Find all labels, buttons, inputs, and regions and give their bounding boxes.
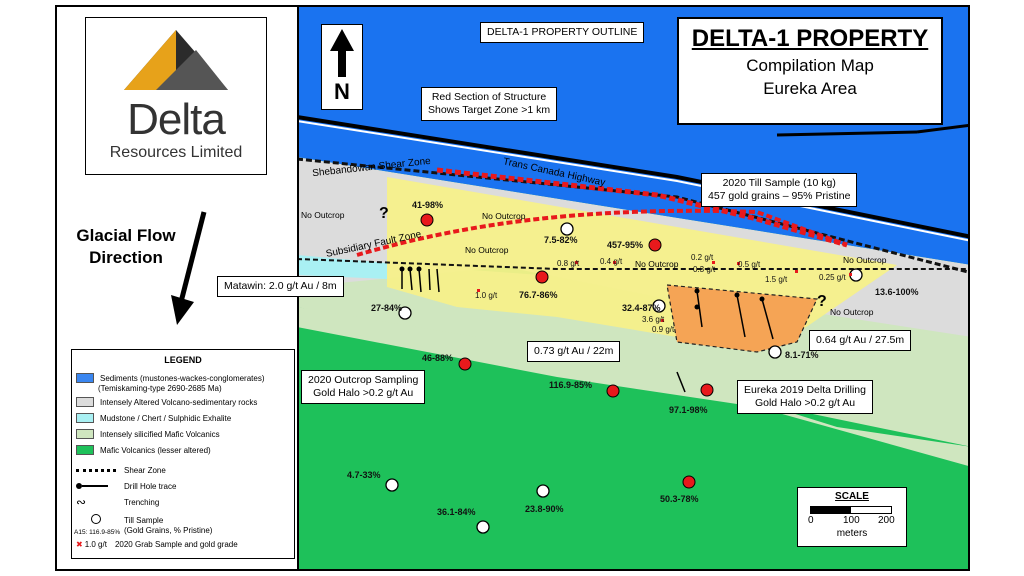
grab-label: 0.5 g/t xyxy=(738,260,761,269)
no-outcrop-label: No Outcrop xyxy=(465,245,509,255)
grab-label: 0.8 g/t xyxy=(557,259,580,268)
grab-label: 1.5 g/t xyxy=(765,275,788,284)
no-outcrop-label: No Outcrop xyxy=(843,255,887,265)
north-arrow-icon xyxy=(330,29,354,77)
till-sample-markers-white xyxy=(385,222,863,534)
logo-triangle-icon xyxy=(124,30,228,90)
question-mark: ? xyxy=(379,205,389,222)
no-outcrop-label: No Outcrop xyxy=(830,307,874,317)
till-label: 76.7-86% xyxy=(519,290,558,300)
shear-zone-line xyxy=(296,157,968,274)
question-mark: ? xyxy=(817,293,827,310)
brand-subtitle: Resources Limited xyxy=(109,144,243,161)
map-title: DELTA-1 PROPERTY xyxy=(691,25,929,52)
till-label: 23.8-90% xyxy=(525,504,564,514)
no-outcrop-label: No Outcrop xyxy=(301,210,345,220)
grab-label: 1.0 g/t xyxy=(475,291,498,300)
map-title-box: DELTA-1 PROPERTY Compilation Map Eureka … xyxy=(677,17,943,125)
callout-intercept-073: 0.73 g/t Au / 22m xyxy=(527,341,621,362)
grab-label: 3.6 g/t xyxy=(642,315,665,324)
legend-title: LEGEND xyxy=(164,355,202,365)
till-label: 13.6-100% xyxy=(875,287,919,297)
north-arrow: N xyxy=(321,24,363,110)
till-label: 41-98% xyxy=(412,200,444,210)
grab-label: 0.3 g/t xyxy=(693,265,716,274)
till-label: 8.1-71% xyxy=(785,350,819,360)
brand-name: Delta xyxy=(127,95,226,144)
till-label: 50.3-78% xyxy=(660,494,699,504)
red-target-zone xyxy=(436,167,848,248)
glacial-flow-label: Glacial Flow Direction xyxy=(76,226,176,267)
callout-matawin: Matawin: 2.0 g/t Au / 8m xyxy=(217,276,344,297)
grab-label: 0.2 g/t xyxy=(691,253,714,262)
scale-bar: SCALE 0 100 200 meters xyxy=(797,487,907,547)
subsidiary-fault-line xyxy=(296,258,968,270)
grab-label: 0.4 g/t xyxy=(600,257,623,266)
till-label: 27-84% xyxy=(371,303,403,313)
till-label: 32.4-87% xyxy=(622,303,661,313)
grab-label: 0.25 g/t xyxy=(819,273,846,282)
legend: LEGEND Sediments (mustones-wackes-conglo… xyxy=(71,349,295,559)
till-label: 4.7-33% xyxy=(347,470,381,480)
callout-till-sample: 2020 Till Sample (10 kg)457 gold grains … xyxy=(701,173,858,207)
till-sample-markers-red xyxy=(420,213,714,489)
till-label: 116.9-85% xyxy=(549,380,593,390)
company-logo: Delta Resources Limited xyxy=(85,17,267,175)
no-outcrop-label: No Outcrop xyxy=(635,259,679,269)
map-subtitle-1: Compilation Map xyxy=(746,56,874,75)
no-outcrop-label: No Outcrop xyxy=(482,211,526,221)
glacial-flow-arrow-icon xyxy=(171,211,207,325)
till-label: 7.5-82% xyxy=(544,235,578,245)
till-label: 36.1-84% xyxy=(437,507,476,517)
drill-holes xyxy=(401,268,774,393)
grab-label: 0.9 g/t xyxy=(652,325,675,334)
till-label: 457-95% xyxy=(607,240,644,250)
callout-property-outline: DELTA-1 PROPERTY OUTLINE xyxy=(480,22,645,43)
map-subtitle-2: Eureka Area xyxy=(763,79,857,98)
grab-sample-markers xyxy=(477,261,852,322)
till-label: 97.1-98% xyxy=(669,405,708,415)
map-frame: Delta Resources Limited Glacial Flow Dir… xyxy=(55,5,970,571)
callout-intercept-064: 0.64 g/t Au / 27.5m xyxy=(809,330,912,351)
till-label: 46-88% xyxy=(422,353,454,363)
